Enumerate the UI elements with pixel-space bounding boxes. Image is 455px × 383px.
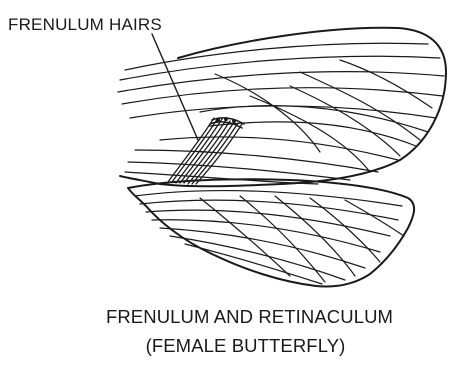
hindwing-veins — [135, 191, 404, 284]
frenulum-hairs-label: FRENULUM HAIRS — [8, 15, 162, 35]
figure-caption-title: FRENULUM AND RETINACULUM — [22, 306, 455, 328]
forewing-outline — [120, 28, 446, 186]
hindwing — [128, 179, 414, 286]
figure-caption-subtitle: (FEMALE BUTTERFLY) — [18, 335, 455, 357]
hindwing-outline — [128, 179, 414, 286]
callout-leader-line — [152, 34, 198, 140]
forewing — [118, 28, 446, 186]
